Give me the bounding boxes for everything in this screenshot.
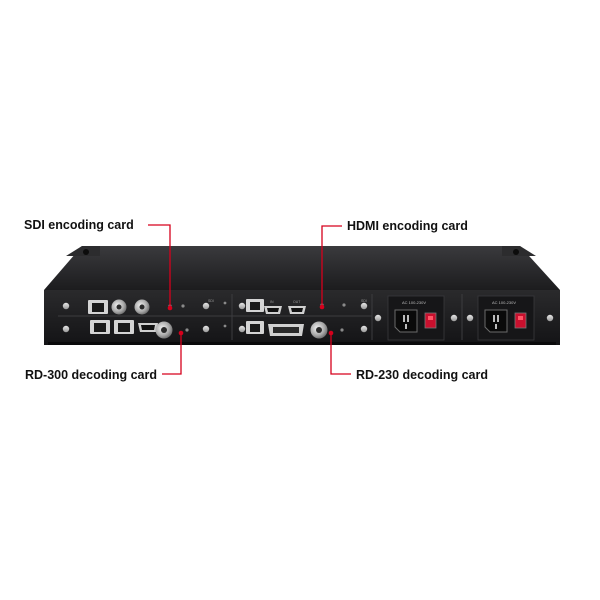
power-supply-module-2: AC 100-230V xyxy=(477,295,535,341)
ac-inlet xyxy=(394,309,418,333)
leader-line-rd230 xyxy=(330,333,351,375)
psu-label: AC 100-230V xyxy=(492,300,516,305)
callout-rd230-decoding-card: RD-230 decoding card xyxy=(356,368,488,382)
panel-label-sdi: SDI xyxy=(208,299,214,303)
callout-rd300-decoding-card: RD-300 decoding card xyxy=(25,368,157,382)
leader-line-hdmi xyxy=(321,225,342,307)
rack-ear-hole-right xyxy=(513,249,519,255)
psu-label: AC 100-230V xyxy=(402,300,426,305)
power-switch xyxy=(424,312,437,329)
status-led xyxy=(340,328,344,332)
thumb-screws xyxy=(62,302,554,333)
ac-inlet xyxy=(484,309,508,333)
power-supply-module-1: AC 100-230V xyxy=(387,295,445,341)
leader-line-rd300 xyxy=(162,333,182,375)
chassis-bottom-edge xyxy=(48,342,556,345)
callout-sdi-encoding-card: SDI encoding card xyxy=(24,218,134,232)
status-led xyxy=(342,303,346,307)
rack-ear-right xyxy=(502,246,536,256)
status-led xyxy=(181,304,185,308)
sdi-encoding-card-ports xyxy=(88,299,185,315)
status-led xyxy=(185,328,189,332)
rack-ear-hole-left xyxy=(83,249,89,255)
panel-label-sdi: SDI xyxy=(361,299,367,303)
panel-label-out: OUT xyxy=(293,300,301,304)
rd300-decoding-card-ports xyxy=(90,320,189,339)
leader-dots xyxy=(167,304,334,336)
hdmi-encoding-card-ports xyxy=(223,299,346,314)
rack-ear-left xyxy=(66,246,100,256)
rd230-decoding-card-ports xyxy=(223,321,344,339)
callout-hdmi-encoding-card: HDMI encoding card xyxy=(347,219,468,233)
chassis-top xyxy=(44,246,560,290)
panel-label-in: IN xyxy=(270,300,274,304)
power-switch xyxy=(514,312,527,329)
leader-line-sdi xyxy=(148,224,171,308)
leader-lines xyxy=(148,224,351,375)
status-led xyxy=(223,324,227,328)
slot-dividers xyxy=(58,294,463,340)
status-led xyxy=(223,301,227,305)
